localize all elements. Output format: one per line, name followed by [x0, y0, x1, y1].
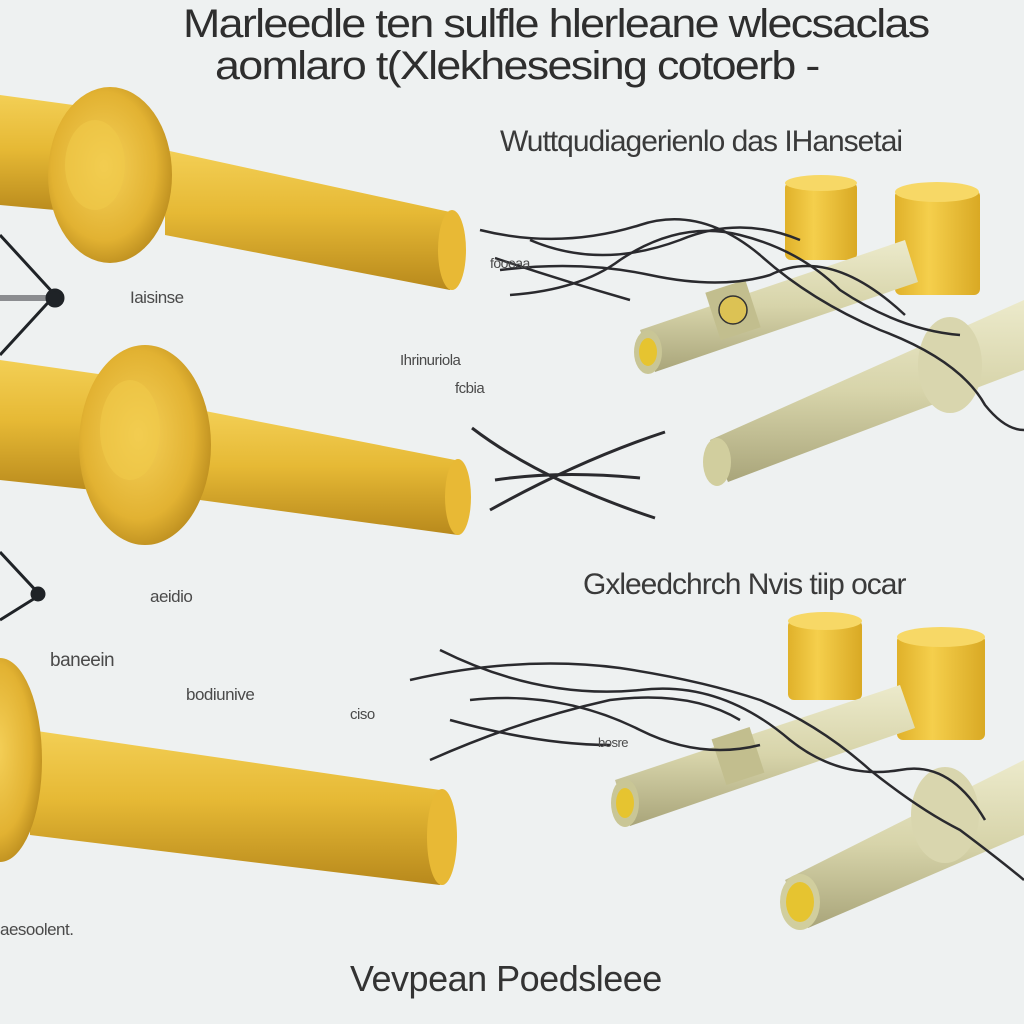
left-label-a: Iaisinse	[130, 288, 184, 307]
assembly-upper	[479, 175, 1024, 486]
left-label-b: aeidio	[150, 587, 193, 606]
center-label-d: ciso	[350, 706, 375, 723]
left-label-d: bodiunive	[186, 685, 255, 704]
assembly-lower	[409, 612, 1024, 930]
title-line-2: aomlaro t(Xlekhesesing cotoerb -	[215, 44, 820, 88]
center-label-e: bosre	[598, 735, 629, 750]
title-line-1: Marleedle ten sulfle hlerleane wlecsacla…	[183, 2, 930, 46]
yellow-pipe-top	[0, 87, 466, 290]
tripod-gizmo-bottom	[0, 550, 46, 622]
left-label-c: baneein	[50, 650, 115, 671]
right-heading-top: Wuttqudiagerienlo das IHansetai	[500, 125, 903, 158]
tripod-gizmo-top	[0, 233, 65, 357]
center-label-b: fcbia	[455, 380, 485, 397]
left-label-e: aesoolent.	[0, 920, 74, 939]
footer-caption: Vevpean Poedsleee	[350, 958, 662, 999]
right-heading-middle: Gxleedchrch Nvis tiip ocar	[583, 568, 906, 601]
yellow-pipe-middle	[0, 345, 471, 545]
crossed-wires	[471, 426, 666, 520]
yellow-pipe-bottom	[0, 658, 457, 885]
center-label-c: fooeaa	[490, 255, 530, 271]
center-label-a: Ihrinuriola	[400, 352, 461, 369]
